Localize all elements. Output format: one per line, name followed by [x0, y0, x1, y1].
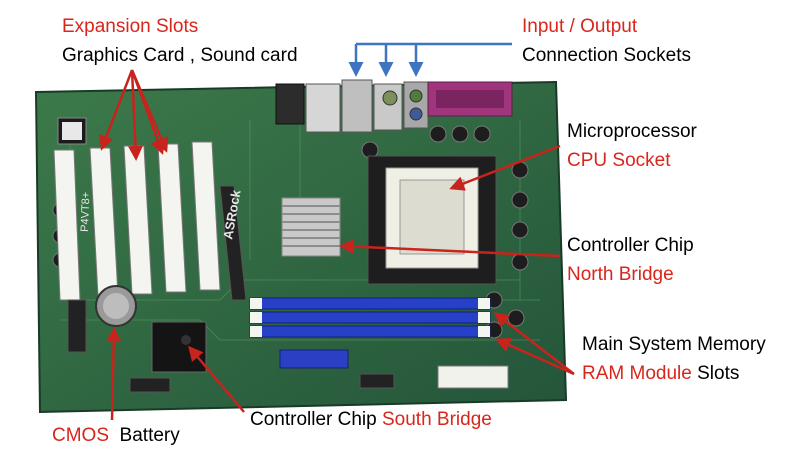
memory-label: Main System Memory	[582, 334, 766, 355]
ram-module-text: RAM Module	[582, 363, 692, 384]
ram-slots	[249, 297, 491, 338]
io-connectors	[275, 79, 513, 133]
southbridge-chip	[151, 321, 207, 373]
atx-power-connector	[437, 365, 509, 389]
ide-connector	[279, 349, 349, 369]
io-arrows	[348, 42, 512, 77]
north-bridge-label: North Bridge	[567, 264, 674, 285]
cpu-socket	[367, 155, 497, 285]
north-controller-label: Controller Chip	[567, 235, 694, 256]
model-print: P4VT8+	[79, 192, 92, 232]
northbridge-heatsink	[281, 197, 341, 257]
cmos-text: CMOS	[52, 425, 109, 446]
expansion-slots-label: Expansion Slots	[62, 16, 199, 37]
slots-text: Slots	[691, 363, 740, 384]
agp-slot	[219, 185, 247, 301]
cpu-socket-label: CPU Socket	[567, 150, 671, 171]
expansion-slots-detail: Graphics Card , Sound card	[62, 45, 298, 66]
io-detail: Connection Sockets	[522, 45, 691, 66]
bios-chip	[57, 117, 87, 145]
microprocessor-label: Microprocessor	[567, 121, 697, 142]
south-bridge-label: Controller Chip South Bridge	[250, 409, 492, 431]
io-label: Input / Output	[522, 16, 638, 37]
cmos-battery-label: CMOS Battery	[52, 425, 180, 447]
south-controller-text: Controller Chip	[250, 409, 382, 430]
cmos-battery	[95, 285, 137, 327]
pci-slots	[53, 141, 221, 301]
south-bridge-text: South Bridge	[382, 409, 492, 430]
ram-module-slots-label: RAM Module Slots	[582, 363, 739, 385]
pointer-arrows	[99, 69, 575, 421]
battery-text: Battery	[109, 425, 180, 446]
misc-headers	[67, 299, 395, 393]
